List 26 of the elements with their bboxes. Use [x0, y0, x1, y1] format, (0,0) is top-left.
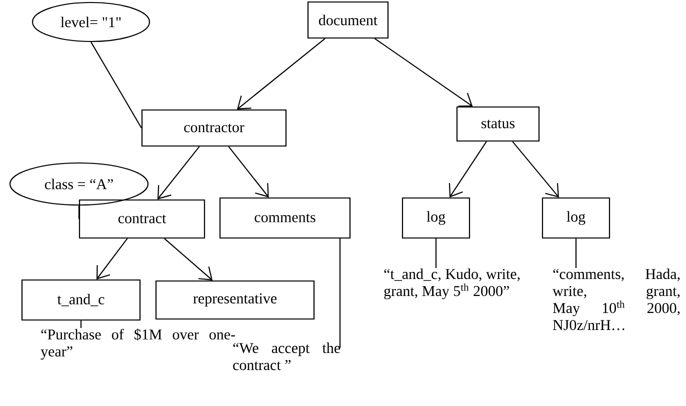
- arrow: [237, 38, 326, 110]
- arrow: [164, 238, 213, 280]
- text-value: “t_and_c, Kudo, write, grant, May 5$^{th}$ 2000”: [384, 268, 520, 300]
- leader-line: [575, 238, 577, 268]
- text-value: “We accept the contract ”: [233, 342, 340, 370]
- element-box: comments: [219, 197, 351, 239]
- leader-line: [435, 238, 437, 268]
- element-box: contract: [78, 199, 206, 239]
- element-box: representative: [155, 280, 315, 320]
- arrow: [96, 238, 128, 280]
- leader-line: [90, 42, 142, 128]
- element-box: log: [402, 197, 470, 239]
- leader-line: [80, 320, 82, 328]
- arrow: [374, 38, 473, 107]
- element-box: status: [456, 106, 540, 142]
- leader-line: [339, 238, 341, 348]
- leader-line: [78, 206, 80, 219]
- arrow: [512, 141, 559, 198]
- arrow: [448, 141, 487, 198]
- element-box: log: [542, 197, 610, 239]
- text-value: “comments, Hada, write, grant, May 10$^{th}$ 2000, NJ0z/nrH…: [552, 268, 680, 330]
- arrow: [157, 146, 200, 200]
- element-box: document: [307, 1, 389, 39]
- element-box: contractor: [141, 109, 287, 147]
- element-box: t_and_c: [21, 279, 141, 321]
- arrow: [228, 146, 269, 198]
